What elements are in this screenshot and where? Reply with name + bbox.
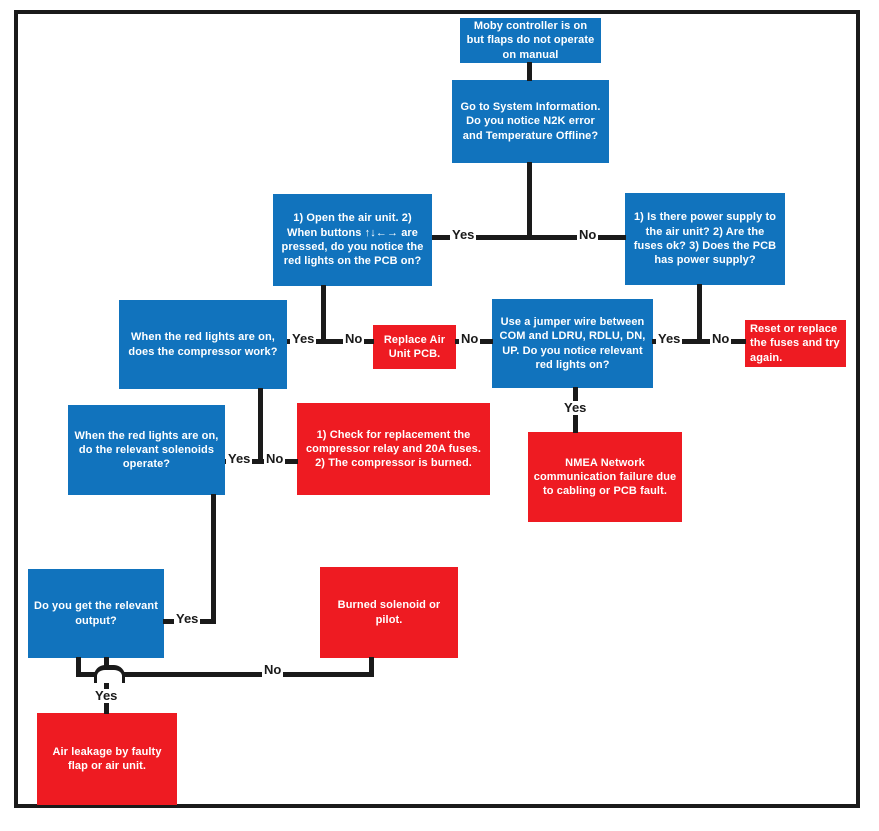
node-jumper-wire: Use a jumper wire between COM and LDRU, … <box>492 299 653 388</box>
node-replace-pcb: Replace Air Unit PCB. <box>373 325 456 369</box>
edge-label-yes: Yes <box>656 331 683 347</box>
edge-label-no: No <box>343 331 365 347</box>
edge-label-yes: Yes <box>290 331 317 347</box>
node-nmea-failure: NMEA Network communication failure due t… <box>528 432 682 522</box>
node-reset-fuses: Reset or replace the fuses and try again… <box>745 320 846 367</box>
connector-burnedsolenoid-stub <box>369 657 374 675</box>
connector-branch-horizontal <box>432 235 626 240</box>
edge-label-no: No <box>264 451 286 467</box>
node-open-air-unit: 1) Open the air unit. 2) When buttons ↑↓… <box>273 194 432 286</box>
edge-label-yes: Yes <box>562 400 589 416</box>
connector-compressor-to-replacepcb <box>287 339 374 344</box>
node-air-leakage: Air leakage by faulty flap or air unit. <box>37 713 177 805</box>
edge-label-no: No <box>262 662 284 678</box>
connector-openair-down <box>321 285 326 343</box>
node-relevant-output: Do you get the relevant output? <box>28 569 164 658</box>
edge-label-no: No <box>710 331 732 347</box>
line-crossing-hop <box>94 665 125 683</box>
connector-jumper-to-resetfuses <box>652 339 746 344</box>
edge-label-yes: Yes <box>226 451 253 467</box>
edge-label-no: No <box>577 227 599 243</box>
edge-label-yes: Yes <box>174 611 201 627</box>
node-power-supply: 1) Is there power supply to the air unit… <box>625 193 785 285</box>
node-solenoids-operate: When the red lights are on, do the relev… <box>68 405 225 495</box>
connector-output-stub <box>76 657 81 677</box>
connector-start-to-system <box>527 62 532 81</box>
connector-bottom-no-horizontal <box>76 672 374 677</box>
node-start: Moby controller is on but flaps do not o… <box>460 18 601 63</box>
edge-label-yes: Yes <box>450 227 477 243</box>
edge-label-no: No <box>459 331 481 347</box>
edge-label-yes: Yes <box>93 688 120 704</box>
node-burned-solenoid: Burned solenoid or pilot. <box>320 567 458 658</box>
connector-solenoid-down <box>211 494 216 624</box>
connector-output-to-airleakage <box>104 657 109 714</box>
node-system-info: Go to System Information. Do you notice … <box>452 80 609 163</box>
node-compressor-work: When the red lights are on, does the com… <box>119 300 287 389</box>
connector-solenoid-to-checkrelay <box>225 459 298 464</box>
connector-powersupply-down <box>697 284 702 343</box>
connector-system-to-branch <box>527 162 532 240</box>
outer-border <box>14 10 860 808</box>
node-check-relay: 1) Check for replacement the compressor … <box>297 403 490 495</box>
connector-compressor-down <box>258 388 263 464</box>
